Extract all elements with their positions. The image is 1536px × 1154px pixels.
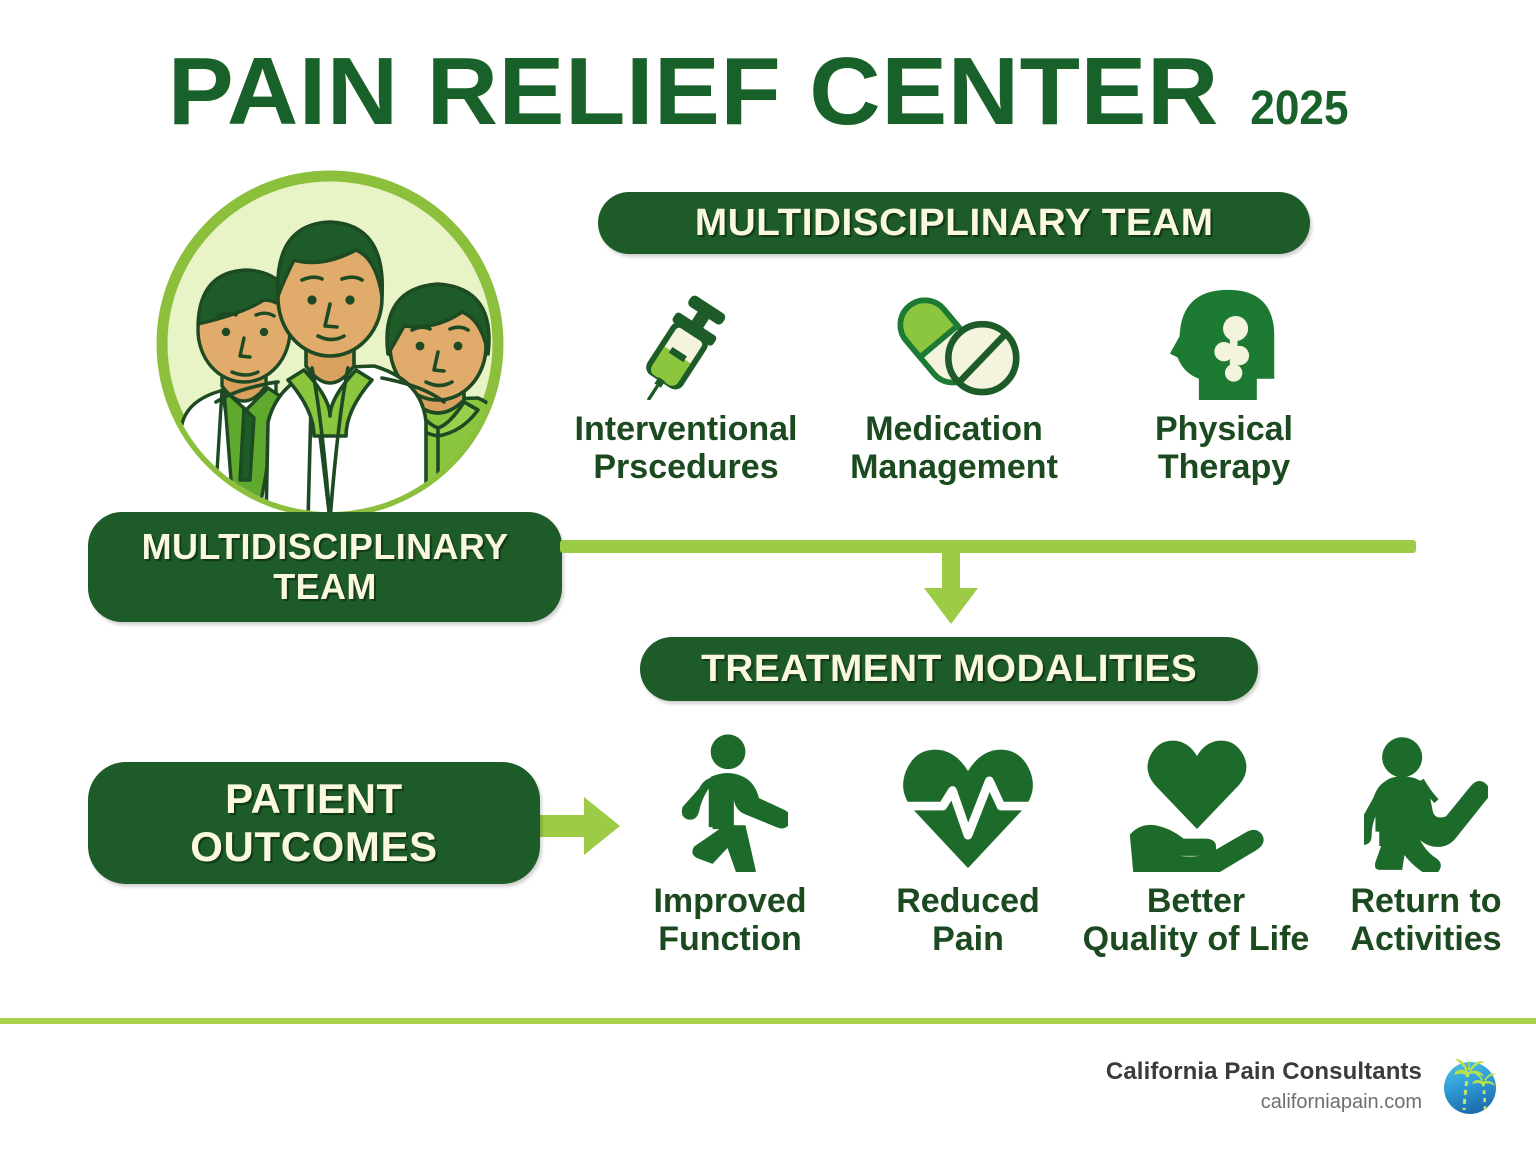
outcome-item-reduced-pain[interactable]: Reduced Pain [862, 722, 1074, 958]
head-brain-icon [1166, 272, 1282, 400]
badge-treatment-modalities[interactable]: TREATMENT MODALITIES [640, 637, 1258, 701]
badge-label: MULTIDISCIPLINARY TEAM [141, 525, 509, 607]
heart-pulse-icon [900, 722, 1036, 872]
team-illustration-svg [126, 170, 534, 523]
globe-palm-trees-logo [1438, 1054, 1502, 1118]
badge-label: MULTIDISCIPLINARY TEAM [694, 201, 1214, 244]
outcome-item-label: Reduced Pain [896, 882, 1040, 959]
badge-multidisciplinary-team-left[interactable]: MULTIDISCIPLINARY TEAM [88, 512, 562, 622]
title-year: 2025 [1250, 82, 1349, 135]
badge-label: TREATMENT MODALITIES [700, 647, 1198, 690]
outcome-item-label: Improved Function [653, 882, 807, 959]
active-person-icon [1364, 722, 1488, 872]
team-item-label: Physical Therapy [1155, 410, 1293, 487]
footer: California Pain Consultants californiapa… [1106, 1054, 1502, 1118]
hand-heart-icon [1126, 722, 1266, 872]
syringe-icon [633, 272, 739, 400]
outcome-item-label: Better Quality of Life [1082, 882, 1310, 959]
badge-multidisciplinary-team-heading[interactable]: MULTIDISCIPLINARY TEAM [598, 192, 1310, 254]
outcome-item-improved-function[interactable]: Improved Function [624, 722, 836, 958]
connector-arrow-down [920, 548, 982, 624]
pills-icon [888, 272, 1020, 400]
badge-label: PATIENT OUTCOMES [190, 774, 438, 870]
outcome-item-label: Return to Activities [1350, 882, 1502, 959]
outcome-item-return-to-activities[interactable]: Return to Activities [1318, 722, 1534, 958]
title-text: PAIN RELIEF CENTER [167, 38, 1220, 145]
footer-organization: California Pain Consultants [1105, 1058, 1422, 1085]
walking-person-icon [672, 722, 788, 872]
team-item-physical-therapy[interactable]: Physical Therapy [1112, 272, 1336, 486]
footer-divider [0, 1018, 1536, 1024]
connector-horizontal-line [560, 540, 1416, 553]
badge-patient-outcomes[interactable]: PATIENT OUTCOMES [88, 762, 540, 884]
team-item-medication-management[interactable]: Medication Management [834, 272, 1074, 486]
footer-website[interactable]: californiapain.com [1260, 1091, 1422, 1113]
connector-arrow-right [536, 795, 620, 857]
team-item-interventional-procedures[interactable]: Interventional Prscedures [566, 272, 806, 486]
team-item-label: Medication Management [850, 410, 1058, 487]
team-item-label: Interventional Prscedures [574, 410, 798, 487]
medical-team-illustration [126, 168, 534, 523]
page-title: PAIN RELIEF CENTER 2025 [0, 38, 1536, 145]
outcome-item-better-quality-of-life[interactable]: Better Quality of Life [1064, 722, 1328, 958]
footer-text-block: California Pain Consultants californiapa… [1106, 1058, 1422, 1114]
